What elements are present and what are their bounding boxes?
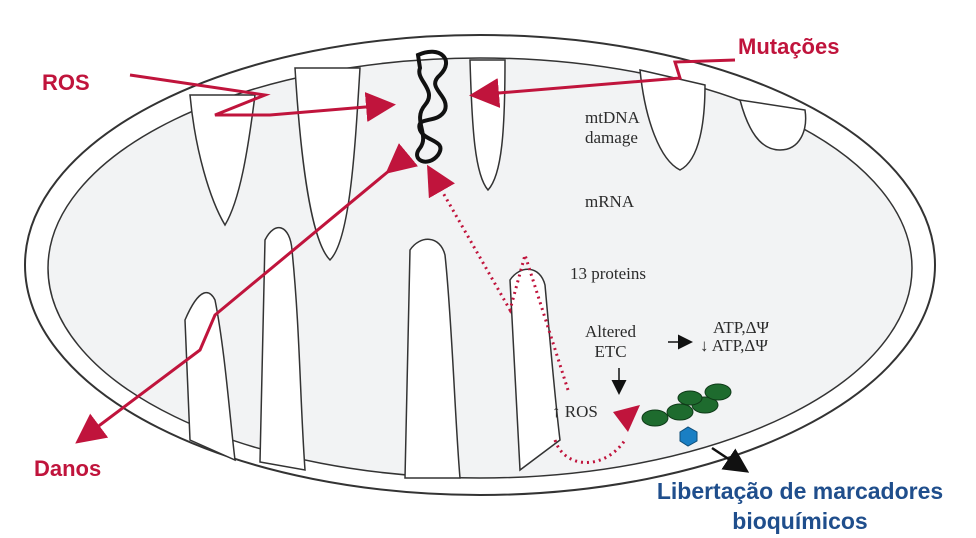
- label-mutacoes: Mutações: [738, 34, 839, 60]
- label-atp-down: ↓ ATP,ΔΨ: [700, 336, 768, 356]
- label-libertacao-line2: bioquímicos: [630, 506, 970, 536]
- label-mrna: mRNA: [585, 192, 634, 212]
- label-libertacao-line1: Libertação de marcadores: [630, 476, 970, 506]
- label-ros: ROS: [42, 70, 90, 96]
- label-etc: ETC: [585, 342, 636, 362]
- label-libertacao: Libertação de marcadores bioquímicos: [630, 476, 970, 536]
- label-mtdna-damage: mtDNA damage: [585, 108, 640, 148]
- label-altered: Altered: [585, 322, 636, 342]
- label-danos: Danos: [34, 456, 101, 482]
- label-damage: damage: [585, 128, 640, 148]
- label-ros-up: ↑ ROS: [552, 402, 598, 422]
- label-altered-etc: Altered ETC: [585, 322, 636, 362]
- label-mtdna: mtDNA: [585, 108, 640, 128]
- label-atp-up: ATP,ΔΨ: [713, 318, 769, 338]
- label-proteins: 13 proteins: [570, 264, 646, 284]
